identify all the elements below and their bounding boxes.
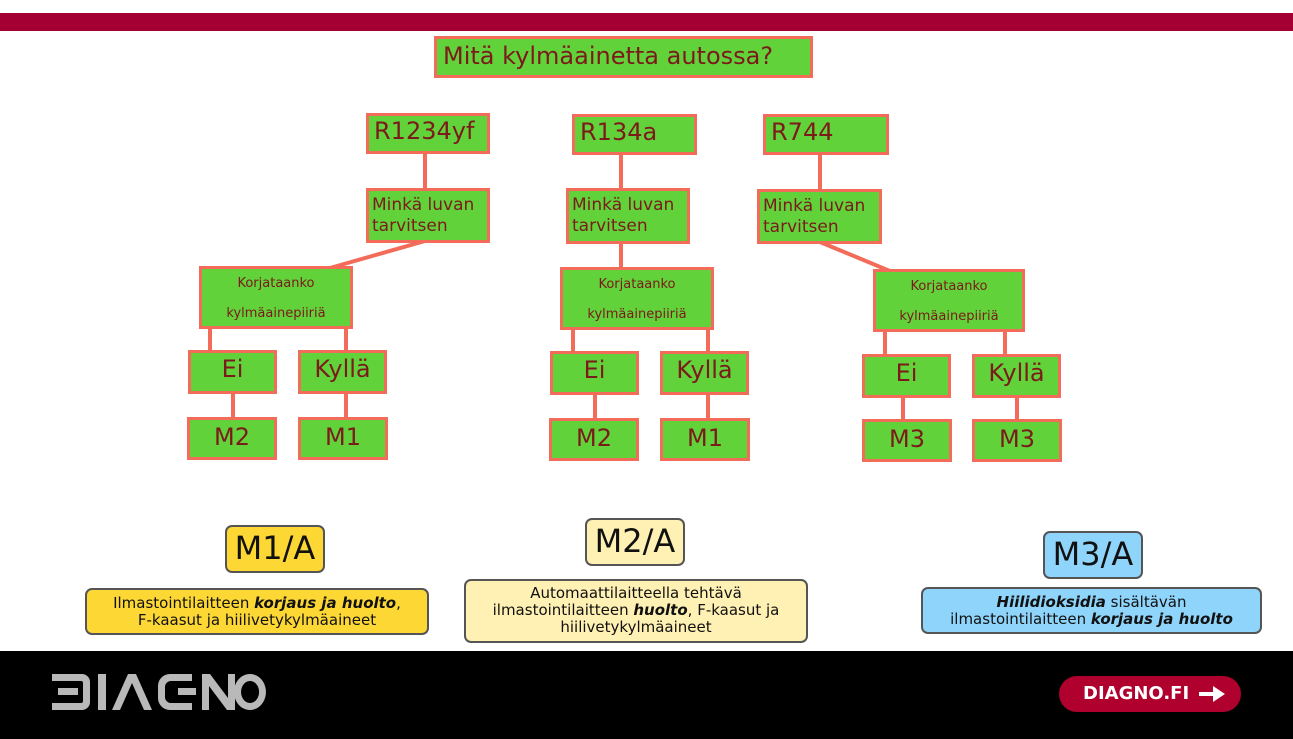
repair-question: Korjataanko kylmäainepiiriä bbox=[873, 269, 1025, 332]
permit-question: Minkä luvan tarvitsen bbox=[566, 188, 690, 244]
repair-question-line2: kylmäainepiiriä bbox=[899, 309, 999, 324]
desc-text: , bbox=[396, 594, 401, 612]
desc-emphasis: korjaus ja huolto bbox=[254, 594, 397, 612]
repair-question-line1: Korjataanko bbox=[598, 277, 676, 292]
repair-question-line2: kylmäainepiiriä bbox=[226, 306, 326, 321]
connector bbox=[329, 239, 426, 270]
diagram-title: Mitä kylmäainetta autossa? bbox=[434, 36, 813, 78]
desc-emphasis: korjaus ja huolto bbox=[1090, 610, 1233, 628]
category-badge-m3a: M3/A bbox=[1043, 531, 1143, 579]
repair-question-line2: kylmäainepiiriä bbox=[587, 307, 687, 322]
desc-emphasis: Hiilidioksidia bbox=[996, 593, 1106, 611]
answer-yes: Kyllä bbox=[298, 350, 387, 394]
result-permit: M2 bbox=[549, 418, 639, 461]
category-desc-m2a: Automaattilaitteella tehtävä ilmastointi… bbox=[464, 579, 808, 643]
refrigerant-r744: R744 bbox=[763, 114, 889, 155]
refrigerant-r1234yf: R1234yf bbox=[366, 113, 490, 154]
category-badge-m2a: M2/A bbox=[585, 518, 685, 566]
answer-no: Ei bbox=[862, 354, 951, 398]
result-permit: M3 bbox=[862, 419, 952, 462]
desc-text: ilmastointilaitteen bbox=[950, 610, 1091, 628]
answer-yes: Kyllä bbox=[972, 354, 1061, 398]
category-desc-m3a: Hiilidioksidia sisältävän ilmastointilai… bbox=[921, 587, 1262, 634]
answer-yes: Kyllä bbox=[660, 351, 749, 395]
desc-text: sisältävän bbox=[1105, 593, 1187, 611]
desc-text: ilmastointilaitteen bbox=[492, 601, 634, 619]
result-permit: M1 bbox=[298, 417, 388, 460]
desc-line: hiilivetykylmäaineet bbox=[560, 618, 712, 636]
desc-line: F-kaasut ja hiilivetykylmäaineet bbox=[137, 611, 377, 629]
result-permit: M2 bbox=[187, 417, 277, 460]
desc-emphasis: huolto bbox=[633, 601, 688, 619]
category-badge-m1a: M1/A bbox=[225, 525, 325, 573]
repair-question: Korjataanko kylmäainepiiriä bbox=[560, 267, 714, 330]
diagno-fi-button[interactable]: DIAGNO.FI bbox=[1059, 676, 1241, 712]
connector bbox=[819, 240, 891, 273]
desc-text: Ilmastointilaitteen bbox=[113, 594, 255, 612]
permit-question: Minkä luvan tarvitsen bbox=[757, 189, 882, 244]
desc-line: Ilmastointilaitteen korjaus ja huolto, bbox=[93, 595, 421, 612]
desc-line: Hiilidioksidia sisältävän bbox=[929, 594, 1254, 611]
cta-label: DIAGNO.FI bbox=[1083, 683, 1190, 704]
answer-no: Ei bbox=[550, 351, 639, 395]
desc-line: ilmastointilaitteen korjaus ja huolto bbox=[929, 611, 1254, 628]
desc-line: ilmastointilaitteen huolto, F-kaasut ja bbox=[472, 602, 800, 619]
answer-no: Ei bbox=[188, 350, 277, 394]
arrow-right-icon bbox=[1199, 686, 1225, 702]
result-permit: M1 bbox=[660, 418, 750, 461]
repair-question: Korjataanko kylmäainepiiriä bbox=[199, 266, 353, 329]
permit-question: Minkä luvan tarvitsen bbox=[366, 188, 490, 243]
refrigerant-r134a: R134a bbox=[572, 114, 697, 155]
repair-question-line1: Korjataanko bbox=[910, 279, 988, 294]
result-permit: M3 bbox=[972, 419, 1062, 462]
repair-question-line1: Korjataanko bbox=[237, 276, 315, 291]
diagno-logo[interactable] bbox=[52, 674, 272, 710]
desc-line: Automaattilaitteella tehtävä bbox=[530, 584, 742, 602]
desc-text: , F-kaasut ja bbox=[687, 601, 780, 619]
category-desc-m1a: Ilmastointilaitteen korjaus ja huolto, F… bbox=[85, 588, 429, 635]
top-accent-bar bbox=[0, 13, 1293, 31]
